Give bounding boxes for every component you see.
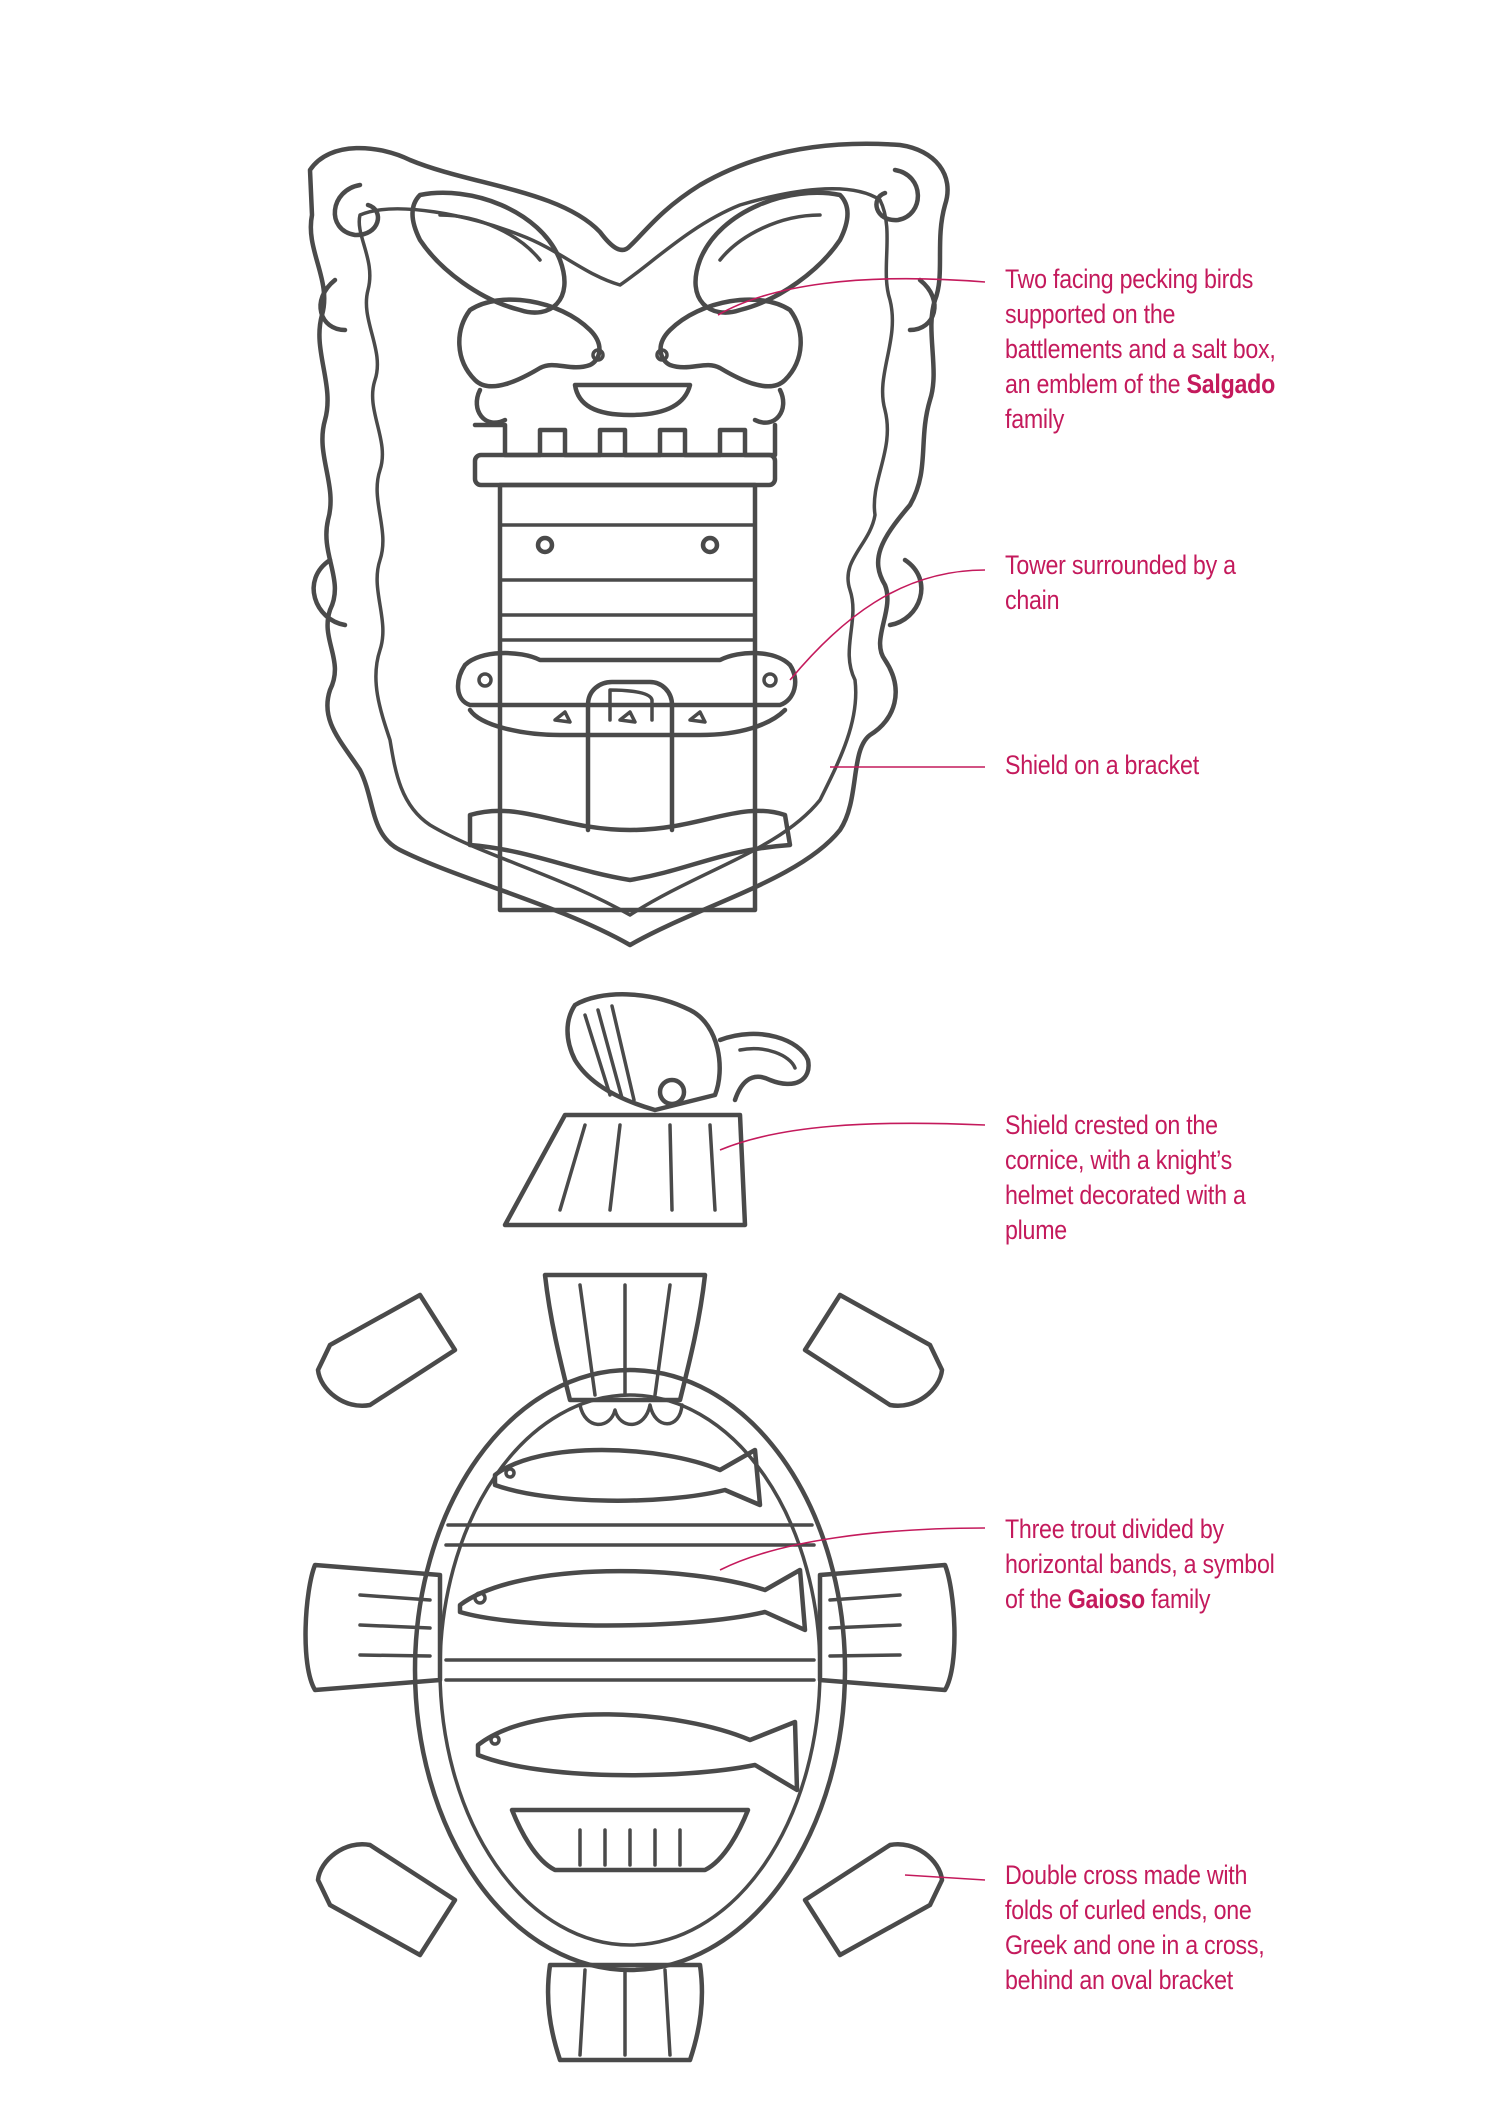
leader-cross [904,1874,986,1881]
callout-bracket: Shield on a bracket [1005,750,1199,780]
upper-shield-illustration [307,141,950,948]
callout-trout: Three trout divided by horizontal bands,… [1005,1512,1280,1617]
lower-shield-illustration [303,1272,957,2063]
callout-tower: Tower surrounded by a chain [1005,550,1236,615]
leader-tower [789,569,986,681]
callout-helmet: Shield crested on the cornice, with a kn… [1005,1110,1246,1245]
leader-trout [719,1527,986,1571]
callout-trout-tail: family [1144,1584,1211,1614]
callout-birds: Two facing pecking birds supported on th… [1005,262,1280,437]
helmet-illustration [502,992,811,1228]
leader-helmet [719,1122,986,1151]
callout-cross: Double cross made with folds of curled e… [1005,1860,1265,1995]
callout-trout-text: Three trout divided by horizontal bands,… [1005,1514,1275,1614]
leader-lines [717,277,986,1881]
leader-birds [717,277,986,316]
callout-birds-tail: family [1005,404,1065,434]
callout-birds-text: Two facing pecking birds supported on th… [1005,264,1276,399]
callout-trout-family: Gaioso [1067,1584,1145,1614]
callout-birds-family: Salgado [1186,369,1275,399]
